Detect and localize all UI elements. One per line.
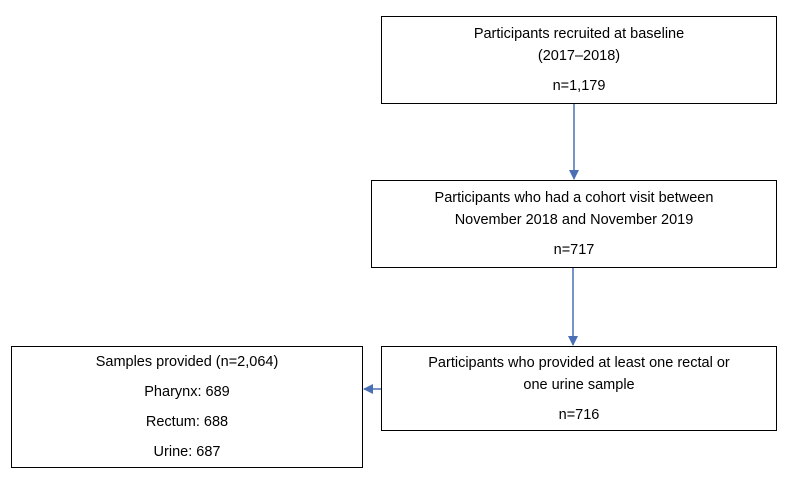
samples-title: Samples provided (n=2,064) [95,354,279,370]
provided-sample-count: n=716 [558,406,600,423]
cohort-visit-box: Participants who had a cohort visit betw… [371,180,777,268]
cohort-visit-line1: Participants who had a cohort visit betw… [434,190,714,206]
cohort-visit-line2: November 2018 and November 2019 [454,212,694,228]
baseline-title-line2: (2017–2018) [537,48,621,64]
baseline-title-line1: Participants recruited at baseline [473,26,685,42]
baseline-count: n=1,179 [552,78,606,94]
provided-sample-box: Participants who provided at least one r… [381,346,777,431]
samples-box: Samples provided (n=2,064) Pharynx: 689 … [11,346,363,468]
samples-urine: Urine: 687 [153,444,221,460]
provided-sample-line2: one urine sample [523,376,635,393]
cohort-visit-count: n=717 [553,242,595,258]
samples-pharynx: Pharynx: 689 [144,384,230,400]
samples-rectum: Rectum: 688 [145,414,229,430]
baseline-box: Participants recruited at baseline (2017… [381,16,777,104]
provided-sample-line1: Participants who provided at least one r… [428,354,730,371]
